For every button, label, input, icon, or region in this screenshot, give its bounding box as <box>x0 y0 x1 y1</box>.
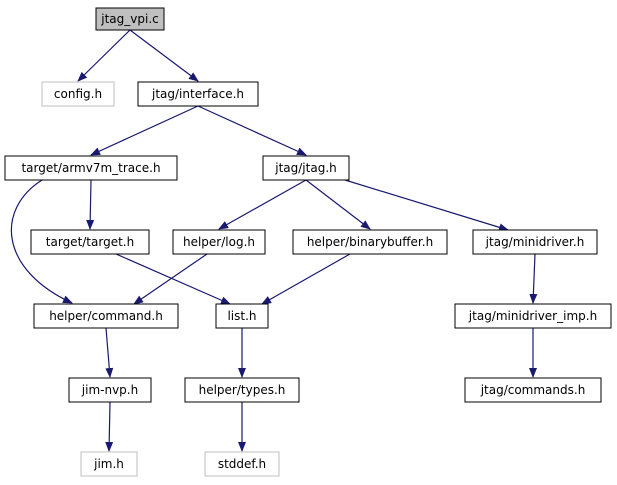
node-box <box>41 81 115 107</box>
node-stddef-h: stddef.h <box>204 451 280 477</box>
node-label: helper/log.h <box>183 235 255 249</box>
node-box <box>454 303 612 329</box>
node-label: jtag_vpi.c <box>100 12 158 26</box>
node-target-armv7m-trace-h[interactable]: target/armv7m_trace.h <box>4 155 178 181</box>
node-label: jtag/commands.h <box>480 383 586 397</box>
node-jtag-commands-h[interactable]: jtag/commands.h <box>464 377 602 403</box>
nodes-layer: jtag_vpi.c config.h jtag/interface.h target… <box>4 7 612 477</box>
edge-helper-log-h-to-helper-command-h <box>133 253 208 305</box>
edge-jtag-jtag-h-to-helper-log-h <box>218 179 307 230</box>
edge-jim-nvp-h-to-jim-h <box>105 401 114 452</box>
node-helper-command-h[interactable]: helper/command.h <box>33 303 179 329</box>
node-label: list.h <box>227 309 256 323</box>
edge-jtag-minidriver-h-to-jtag-minidriver-imp-h <box>529 253 538 304</box>
node-box <box>472 229 598 255</box>
node-box <box>204 451 280 477</box>
node-label: jim-nvp.h <box>81 383 138 397</box>
node-jim-h: jim.h <box>80 451 138 477</box>
edge-jtag-vpi-c-to-config-h <box>77 29 131 82</box>
node-label: jtag/interface.h <box>151 87 244 101</box>
node-box <box>4 155 178 181</box>
node-label: helper/types.h <box>199 383 286 397</box>
edge-jtag-jtag-h-to-helper-binarybuffer-h <box>305 179 371 230</box>
edge-helper-command-h-to-jim-nvp-h <box>105 327 114 378</box>
node-jtag-jtag-h[interactable]: jtag/jtag.h <box>262 155 350 181</box>
node-label: config.h <box>54 87 102 101</box>
edges-layer <box>10 29 538 452</box>
node-box <box>172 229 266 255</box>
node-box <box>464 377 602 403</box>
node-box <box>33 303 179 329</box>
edge-jtag-interface-h-to-jtag-jtag-h <box>197 105 307 156</box>
edge-jtag-jtag-h-to-jtag-minidriver-h <box>344 179 509 232</box>
node-label: helper/binarybuffer.h <box>307 235 433 249</box>
edge-jtag-interface-h-to-target-armv7m-trace-h <box>90 105 199 156</box>
node-helper-binarybuffer-h[interactable]: helper/binarybuffer.h <box>292 229 448 255</box>
node-box <box>137 81 259 107</box>
node-target-target-h[interactable]: target/target.h <box>30 229 150 255</box>
node-jtag-minidriver-imp-h[interactable]: jtag/minidriver_imp.h <box>454 303 612 329</box>
node-config-h: config.h <box>41 81 115 107</box>
node-label: helper/command.h <box>49 309 163 323</box>
node-list-h[interactable]: list.h <box>215 303 269 329</box>
node-jtag-minidriver-h[interactable]: jtag/minidriver.h <box>472 229 598 255</box>
node-helper-log-h[interactable]: helper/log.h <box>172 229 266 255</box>
node-helper-types-h[interactable]: helper/types.h <box>184 377 300 403</box>
node-jtag-vpi-c[interactable]: jtag_vpi.c <box>95 7 165 31</box>
node-box <box>184 377 300 403</box>
edge-helper-binarybuffer-h-to-list-h <box>261 253 351 305</box>
edge-target-armv7m-trace-h-to-helper-command-h <box>10 179 73 304</box>
node-label: target/target.h <box>46 235 134 249</box>
node-box <box>262 155 350 181</box>
node-label: jtag/minidriver.h <box>485 235 585 249</box>
node-label: jtag/jtag.h <box>274 161 336 175</box>
node-label: stddef.h <box>218 457 266 471</box>
edge-target-target-h-to-list-h <box>115 253 231 305</box>
edge-jtag-vpi-c-to-jtag-interface-h <box>129 29 199 82</box>
edge-target-armv7m-trace-h-to-target-target-h <box>86 179 95 230</box>
node-box <box>215 303 269 329</box>
node-label: target/armv7m_trace.h <box>21 161 160 175</box>
node-jtag-interface-h[interactable]: jtag/interface.h <box>137 81 259 107</box>
node-box <box>95 7 165 31</box>
node-box <box>68 377 152 403</box>
node-label: jim.h <box>93 457 124 471</box>
node-box <box>292 229 448 255</box>
node-label: jtag/minidriver_imp.h <box>468 309 597 323</box>
node-jim-nvp-h[interactable]: jim-nvp.h <box>68 377 152 403</box>
node-box <box>30 229 150 255</box>
node-box <box>80 451 138 477</box>
